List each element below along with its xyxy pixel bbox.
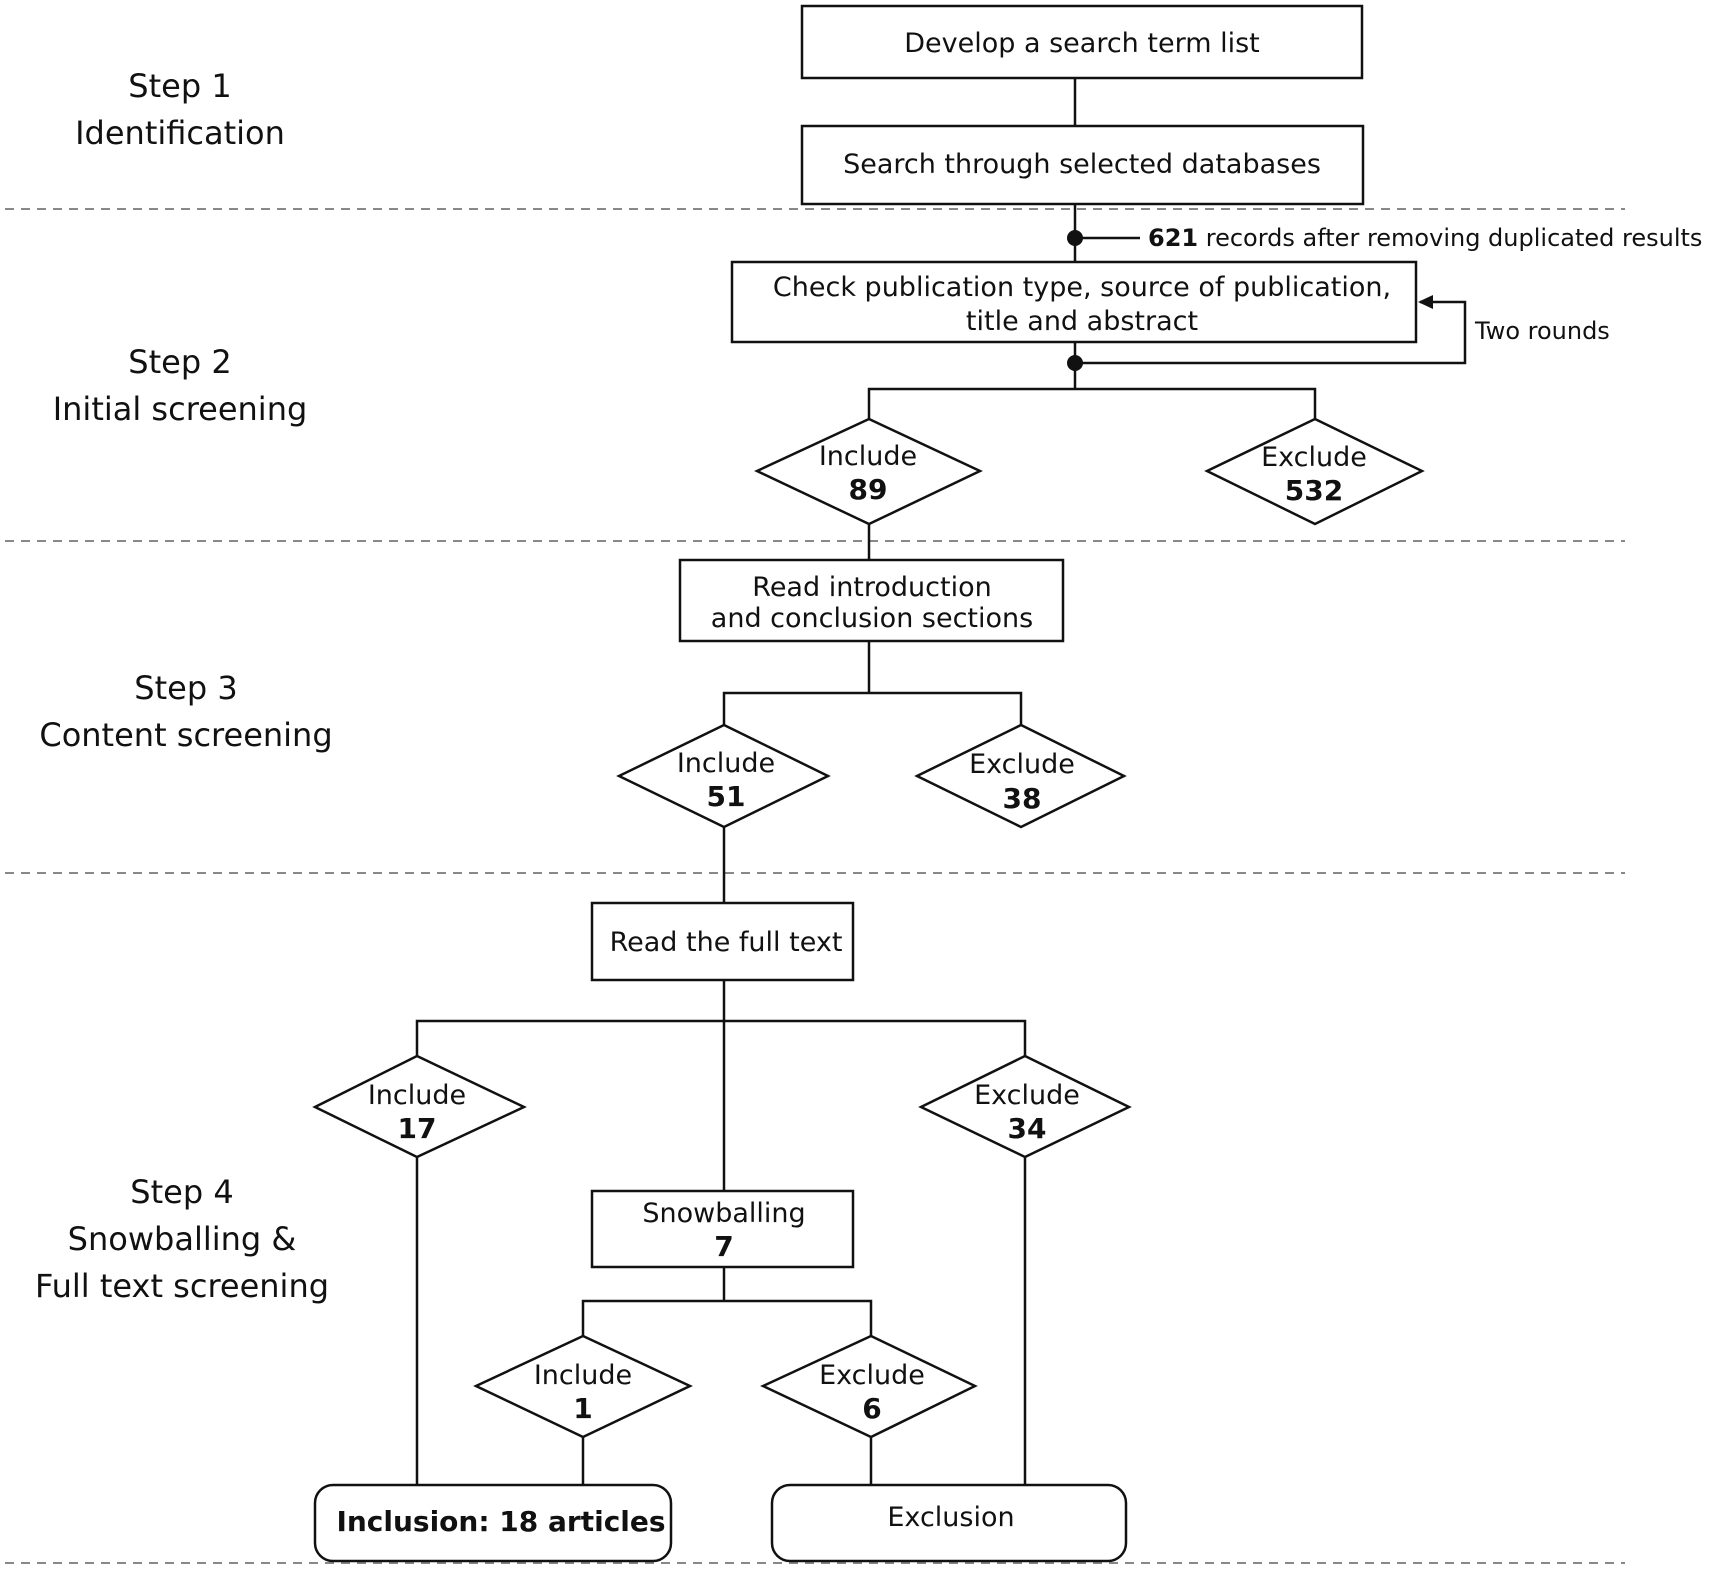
s2-exclude-label: Exclude — [1261, 442, 1367, 473]
snow-include-label: Include — [534, 1360, 632, 1391]
snow-exclude-count: 6 — [862, 1392, 881, 1425]
read-full-label: Read the full text — [610, 927, 843, 958]
s4-include-count: 17 — [398, 1112, 437, 1145]
two-rounds-label: Two rounds — [1474, 317, 1610, 345]
search-box — [800, 124, 1365, 206]
read-intro-line1: Read introduction — [752, 572, 991, 603]
inclusion-box — [313, 1483, 673, 1563]
read-full-box — [590, 901, 855, 982]
read-intro-line2: and conclusion sections — [711, 603, 1033, 634]
s3-exclude-diamond — [914, 723, 1127, 829]
step1-subtitle: Identification — [75, 114, 285, 152]
step2-subtitle: Initial screening — [53, 390, 308, 428]
s4-include-label: Include — [368, 1080, 466, 1111]
step3-subtitle: Content screening — [39, 716, 332, 754]
step2-title: Step 2 — [128, 343, 231, 381]
s3-exclude-label: Exclude — [969, 749, 1075, 780]
exclusion-label: Exclusion — [887, 1502, 1014, 1533]
snow-exclude-label: Exclude — [819, 1360, 925, 1391]
s3-include-diamond — [616, 723, 831, 829]
snow-include-count: 1 — [573, 1392, 592, 1425]
inclusion-label: Inclusion: 18 articles — [336, 1505, 665, 1538]
search-label: Search through selected databases — [843, 149, 1321, 180]
records-count: 621 — [1148, 224, 1198, 252]
step4-line3: Full text screening — [35, 1267, 329, 1305]
snow-include-diamond — [473, 1334, 693, 1439]
connectors — [415, 78, 1467, 1485]
s4-exclude-label: Exclude — [974, 1080, 1080, 1111]
step3-title: Step 3 — [134, 669, 237, 707]
step4-line2: Snowballing & — [68, 1220, 297, 1258]
read-intro-box — [678, 558, 1065, 643]
s4-include-diamond — [312, 1054, 527, 1159]
s3-include-count: 51 — [707, 780, 746, 813]
s2-include-diamond — [754, 417, 983, 526]
records-note: 621 records after removing duplicated re… — [1148, 224, 1702, 252]
s2-include-count: 89 — [849, 473, 888, 506]
check-label-line2: title and abstract — [966, 306, 1198, 337]
step1-title: Step 1 — [128, 67, 231, 105]
snowballing-count: 7 — [714, 1230, 733, 1263]
s3-exclude-count: 38 — [1003, 782, 1042, 815]
check-box — [730, 260, 1418, 344]
s2-exclude-diamond — [1204, 417, 1425, 526]
develop-box — [800, 4, 1364, 80]
s2-exclude-count: 532 — [1285, 474, 1343, 507]
snow-exclude-diamond — [760, 1334, 978, 1439]
exclusion-box — [770, 1483, 1128, 1563]
check-label-line1: Check publication type, source of public… — [773, 272, 1391, 303]
records-text: records after removing duplicated result… — [1198, 224, 1702, 252]
snowballing-box — [590, 1189, 855, 1269]
s2-include-label: Include — [819, 441, 917, 472]
develop-label: Develop a search term list — [904, 28, 1260, 59]
s3-include-label: Include — [677, 748, 775, 779]
step4-title: Step 4 — [130, 1173, 233, 1211]
snowballing-label: Snowballing — [642, 1198, 805, 1229]
s4-exclude-diamond — [918, 1054, 1132, 1159]
s4-exclude-count: 34 — [1008, 1112, 1047, 1145]
